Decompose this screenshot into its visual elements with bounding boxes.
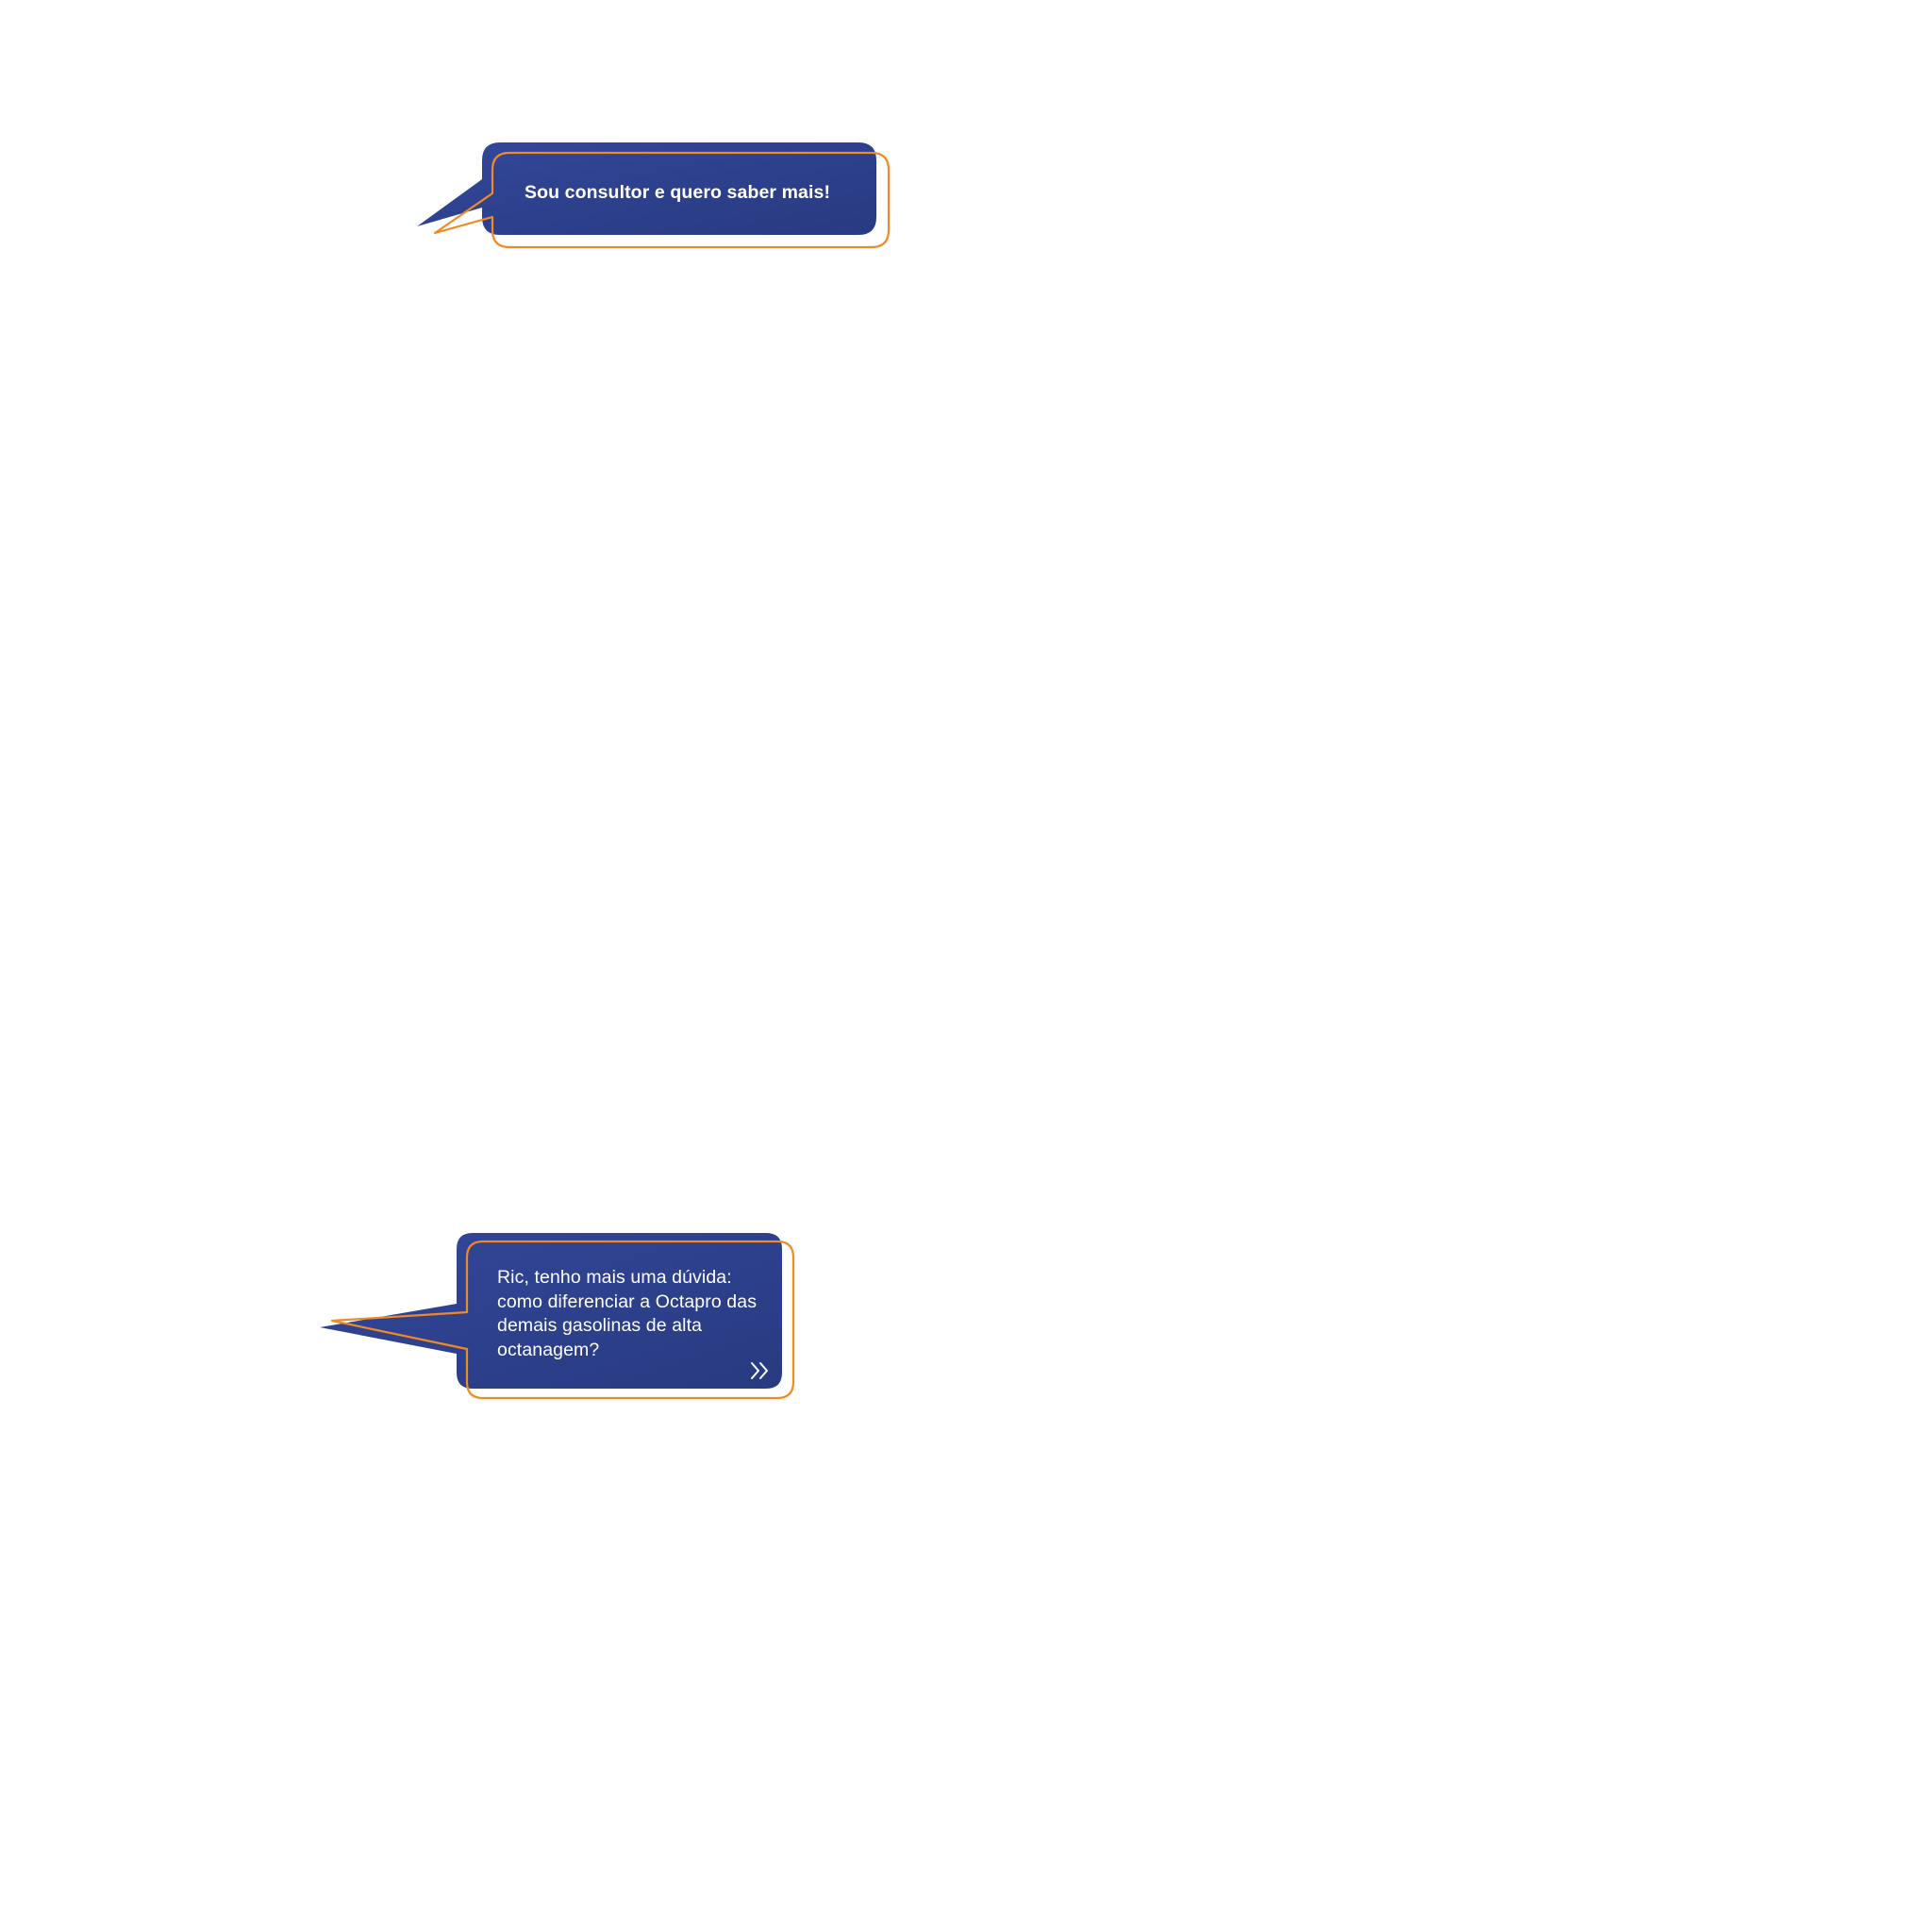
reply-option-1-button[interactable] bbox=[482, 142, 889, 247]
reply-option-2-button[interactable] bbox=[457, 1233, 793, 1398]
double-chevron-right-icon[interactable] bbox=[749, 1360, 774, 1381]
